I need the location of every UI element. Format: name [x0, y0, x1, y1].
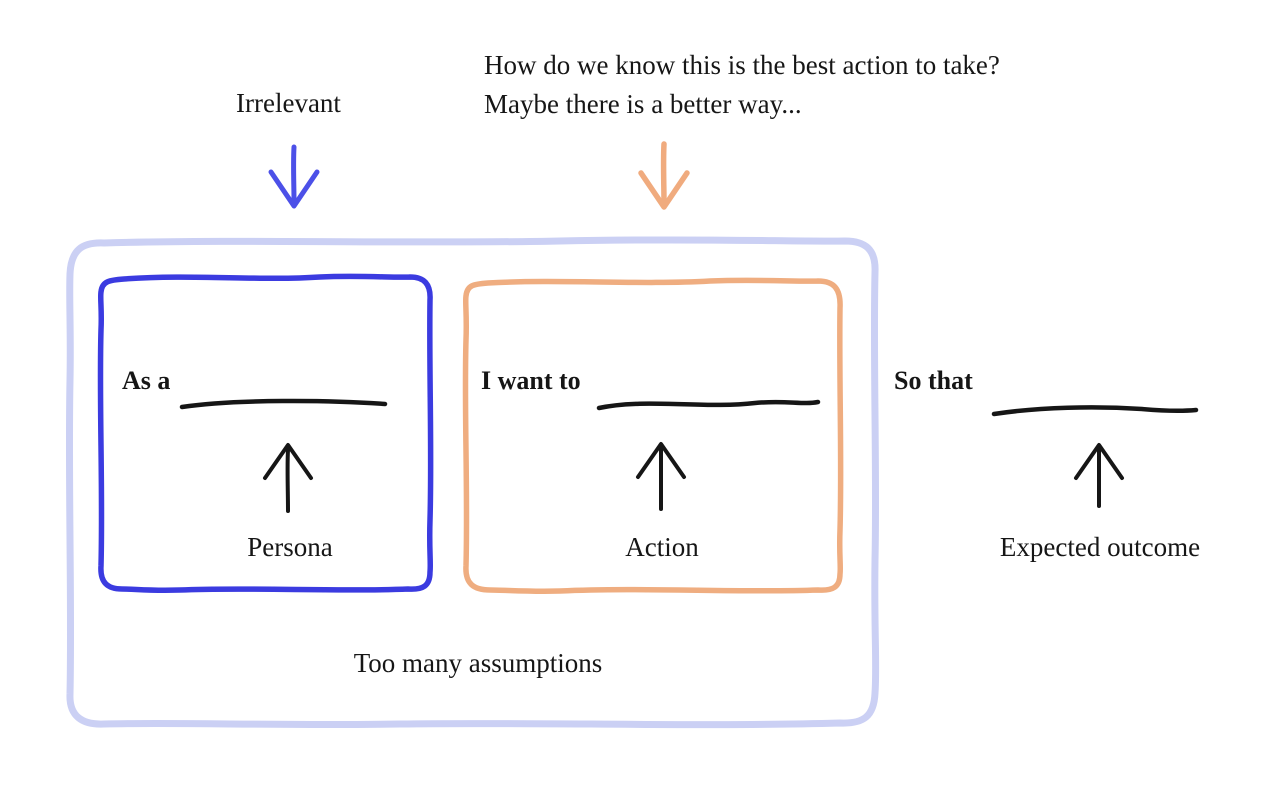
question-down-arrow: [638, 141, 690, 210]
action-annotation: Action: [625, 532, 699, 562]
outcome-prefix: So that: [894, 366, 973, 395]
outcome-up-arrow: [1074, 443, 1124, 508]
persona-annotation: Persona: [247, 532, 333, 562]
assumptions-label: Too many assumptions: [353, 648, 603, 678]
irrelevant-down-arrow: [268, 144, 320, 209]
persona-up-arrow: [263, 443, 313, 513]
question-line-1: How do we know this is the best action t…: [484, 50, 1000, 80]
action-prefix: I want to: [481, 366, 581, 395]
action-box: [462, 277, 844, 595]
assumptions-container-box: [65, 236, 880, 729]
question-callout: How do we know this is the best action t…: [484, 46, 1000, 124]
outcome-annotation: Expected outcome: [999, 532, 1201, 562]
persona-prefix: As a: [122, 366, 171, 395]
outcome-blank-line: [991, 405, 1199, 417]
persona-blank-line: [179, 398, 388, 410]
action-blank-line: [596, 399, 821, 411]
persona-box: [97, 273, 434, 594]
irrelevant-label: Irrelevant: [236, 88, 341, 118]
action-up-arrow: [636, 442, 686, 511]
question-line-2: Maybe there is a better way...: [484, 89, 802, 119]
